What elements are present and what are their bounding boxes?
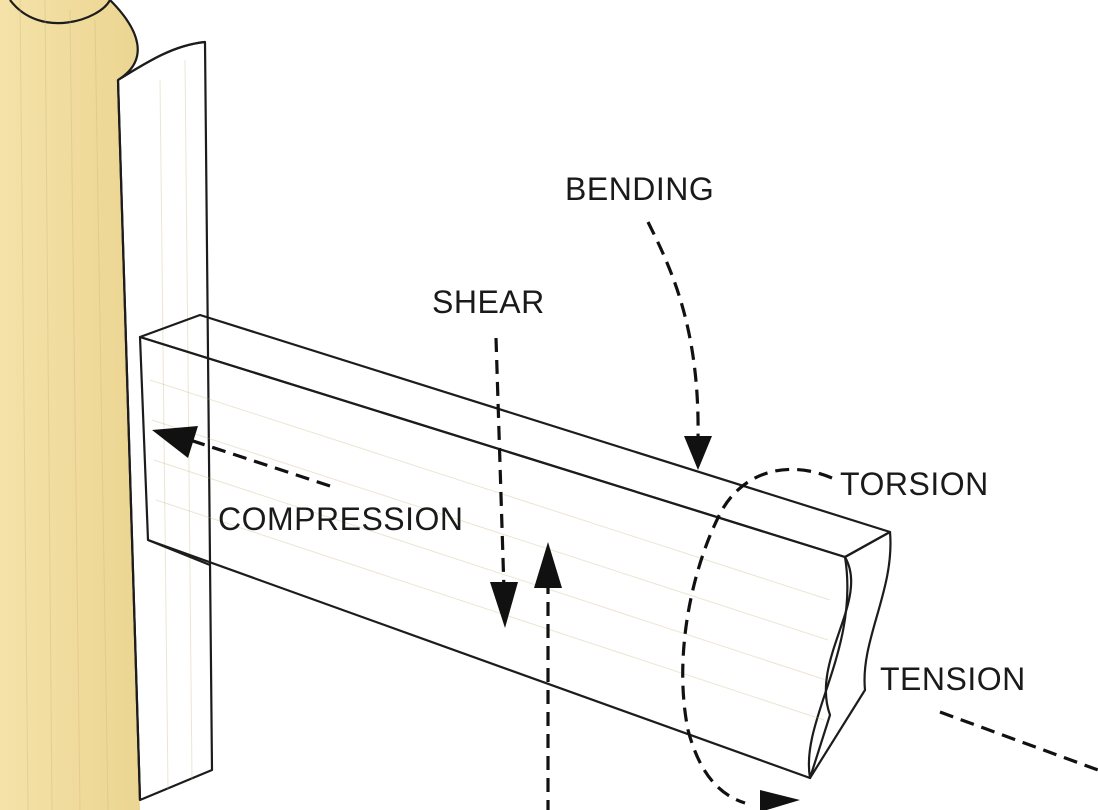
rail-shoulder-line: [147, 538, 211, 567]
bending-arrow: [646, 221, 712, 470]
shear-down-arrow: [494, 337, 506, 591]
shear-arrows: [490, 337, 562, 810]
tension-arrow: [939, 710, 1098, 772]
post-front-edge: [116, 79, 142, 801]
rail-end-face: [807, 530, 892, 780]
horizontal-rail: [138, 313, 892, 780]
rail-front-face: [138, 335, 853, 780]
post-top-edge: [9, 0, 206, 81]
post-front-face: [0, 0, 140, 810]
compression-arrow: [152, 426, 331, 488]
bending-label: BENDING: [565, 171, 714, 207]
vertical-post: [0, 0, 214, 810]
torsion-arrow: [681, 467, 833, 810]
torsion-label: TORSION: [840, 466, 989, 502]
tension-label: TENSION: [880, 661, 1026, 697]
shear-label: SHEAR: [432, 284, 545, 320]
compression-label: COMPRESSION: [218, 501, 464, 537]
